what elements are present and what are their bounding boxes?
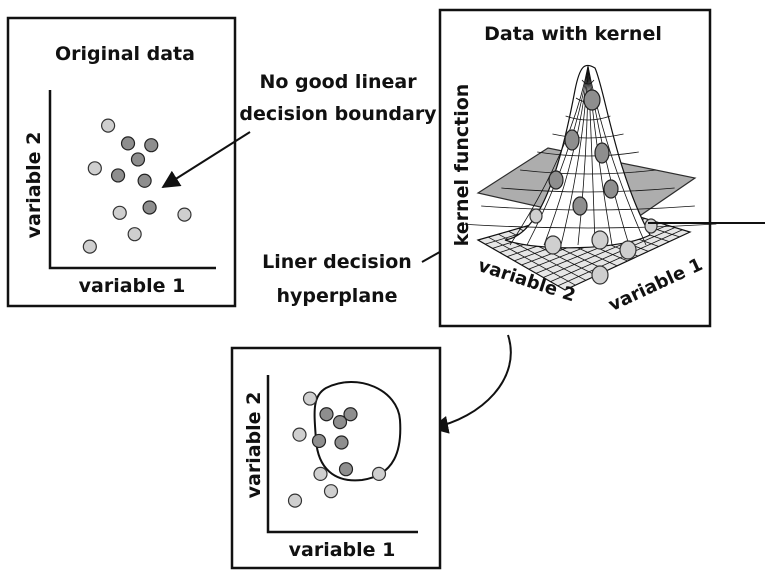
kernel-point: [619, 240, 637, 260]
result-panel: variable 2 variable 1: [230, 346, 442, 570]
mesh-line: [509, 65, 589, 246]
mesh-line: [501, 187, 675, 193]
data-point: [120, 136, 136, 151]
original-data-title: Original data: [55, 43, 195, 65]
kernel-point: [583, 89, 601, 111]
mesh-line: [543, 65, 589, 246]
no-boundary-line2: decision boundary: [239, 103, 437, 125]
kernel-point: [564, 129, 580, 151]
original-data-frame: [6, 16, 237, 308]
mesh-line: [550, 227, 676, 283]
data-point: [130, 152, 146, 167]
original-data-points: [82, 118, 192, 254]
data-point: [127, 227, 142, 242]
data-point: [371, 466, 387, 482]
original-data-panel: Original data variable 2 variable 1: [6, 16, 237, 308]
mesh-line: [577, 65, 589, 246]
mesh-line: [560, 65, 589, 246]
data-point: [142, 200, 157, 215]
kernel-points: [529, 89, 658, 285]
kernel-point: [644, 218, 658, 234]
data-point: [311, 433, 327, 449]
mesh-line: [587, 65, 596, 246]
data-point: [100, 118, 116, 133]
data-point: [334, 435, 349, 450]
data-point: [343, 407, 358, 422]
mesh-line: [587, 65, 647, 246]
kernel-point: [591, 265, 609, 285]
data-point: [177, 207, 192, 222]
mesh-line: [459, 223, 717, 229]
mesh-line: [557, 229, 683, 287]
original-x-axis-label: variable 1: [79, 275, 186, 297]
data-point: [313, 466, 328, 482]
data-point: [319, 407, 334, 422]
result-axes: [266, 375, 418, 534]
no-boundary-annotation: No good linear decision boundary: [161, 71, 437, 188]
data-point: [338, 462, 354, 477]
no-boundary-line1: No good linear: [259, 71, 417, 93]
data-point: [292, 427, 307, 442]
mesh-line: [537, 151, 639, 157]
data-point: [323, 484, 339, 499]
mapping-arrow: [430, 334, 512, 434]
kernel-point: [603, 179, 619, 199]
kernel-point: [548, 170, 564, 190]
kernel-point: [544, 235, 562, 255]
original-axes: [48, 90, 216, 270]
kernel-point: [591, 230, 609, 250]
hyperplane-line2: hyperplane: [276, 285, 397, 307]
mesh-line: [565, 115, 611, 121]
data-point: [137, 173, 152, 188]
data-point: [302, 391, 318, 406]
kernel-data-title: Data with kernel: [484, 23, 662, 45]
kernel-function-axis-label: kernel function: [451, 84, 473, 247]
data-point: [82, 239, 97, 254]
hyperplane-annotation: Liner decision hyperplane: [262, 217, 502, 307]
data-point: [110, 168, 126, 183]
kernel-data-panel: Data with kernel kernel function: [438, 8, 717, 328]
mesh-line: [481, 205, 695, 211]
kernel-point: [529, 208, 543, 224]
result-data-points: [287, 391, 387, 508]
data-point: [87, 161, 102, 176]
data-point: [112, 205, 127, 220]
mesh-line: [552, 133, 624, 139]
result-x-axis-label: variable 1: [289, 539, 396, 561]
kernel-point: [594, 142, 610, 164]
decision-boundary: [313, 381, 402, 482]
data-point: [332, 415, 348, 430]
mesh-line: [520, 169, 656, 175]
hyperplane-line1: Liner decision: [262, 251, 412, 273]
no-boundary-arrow: [161, 131, 251, 188]
original-y-axis-label: variable 2: [23, 132, 45, 239]
data-point: [144, 138, 159, 153]
kernel-point: [572, 196, 588, 216]
data-point: [287, 493, 303, 508]
result-y-axis-label: variable 2: [243, 392, 265, 499]
